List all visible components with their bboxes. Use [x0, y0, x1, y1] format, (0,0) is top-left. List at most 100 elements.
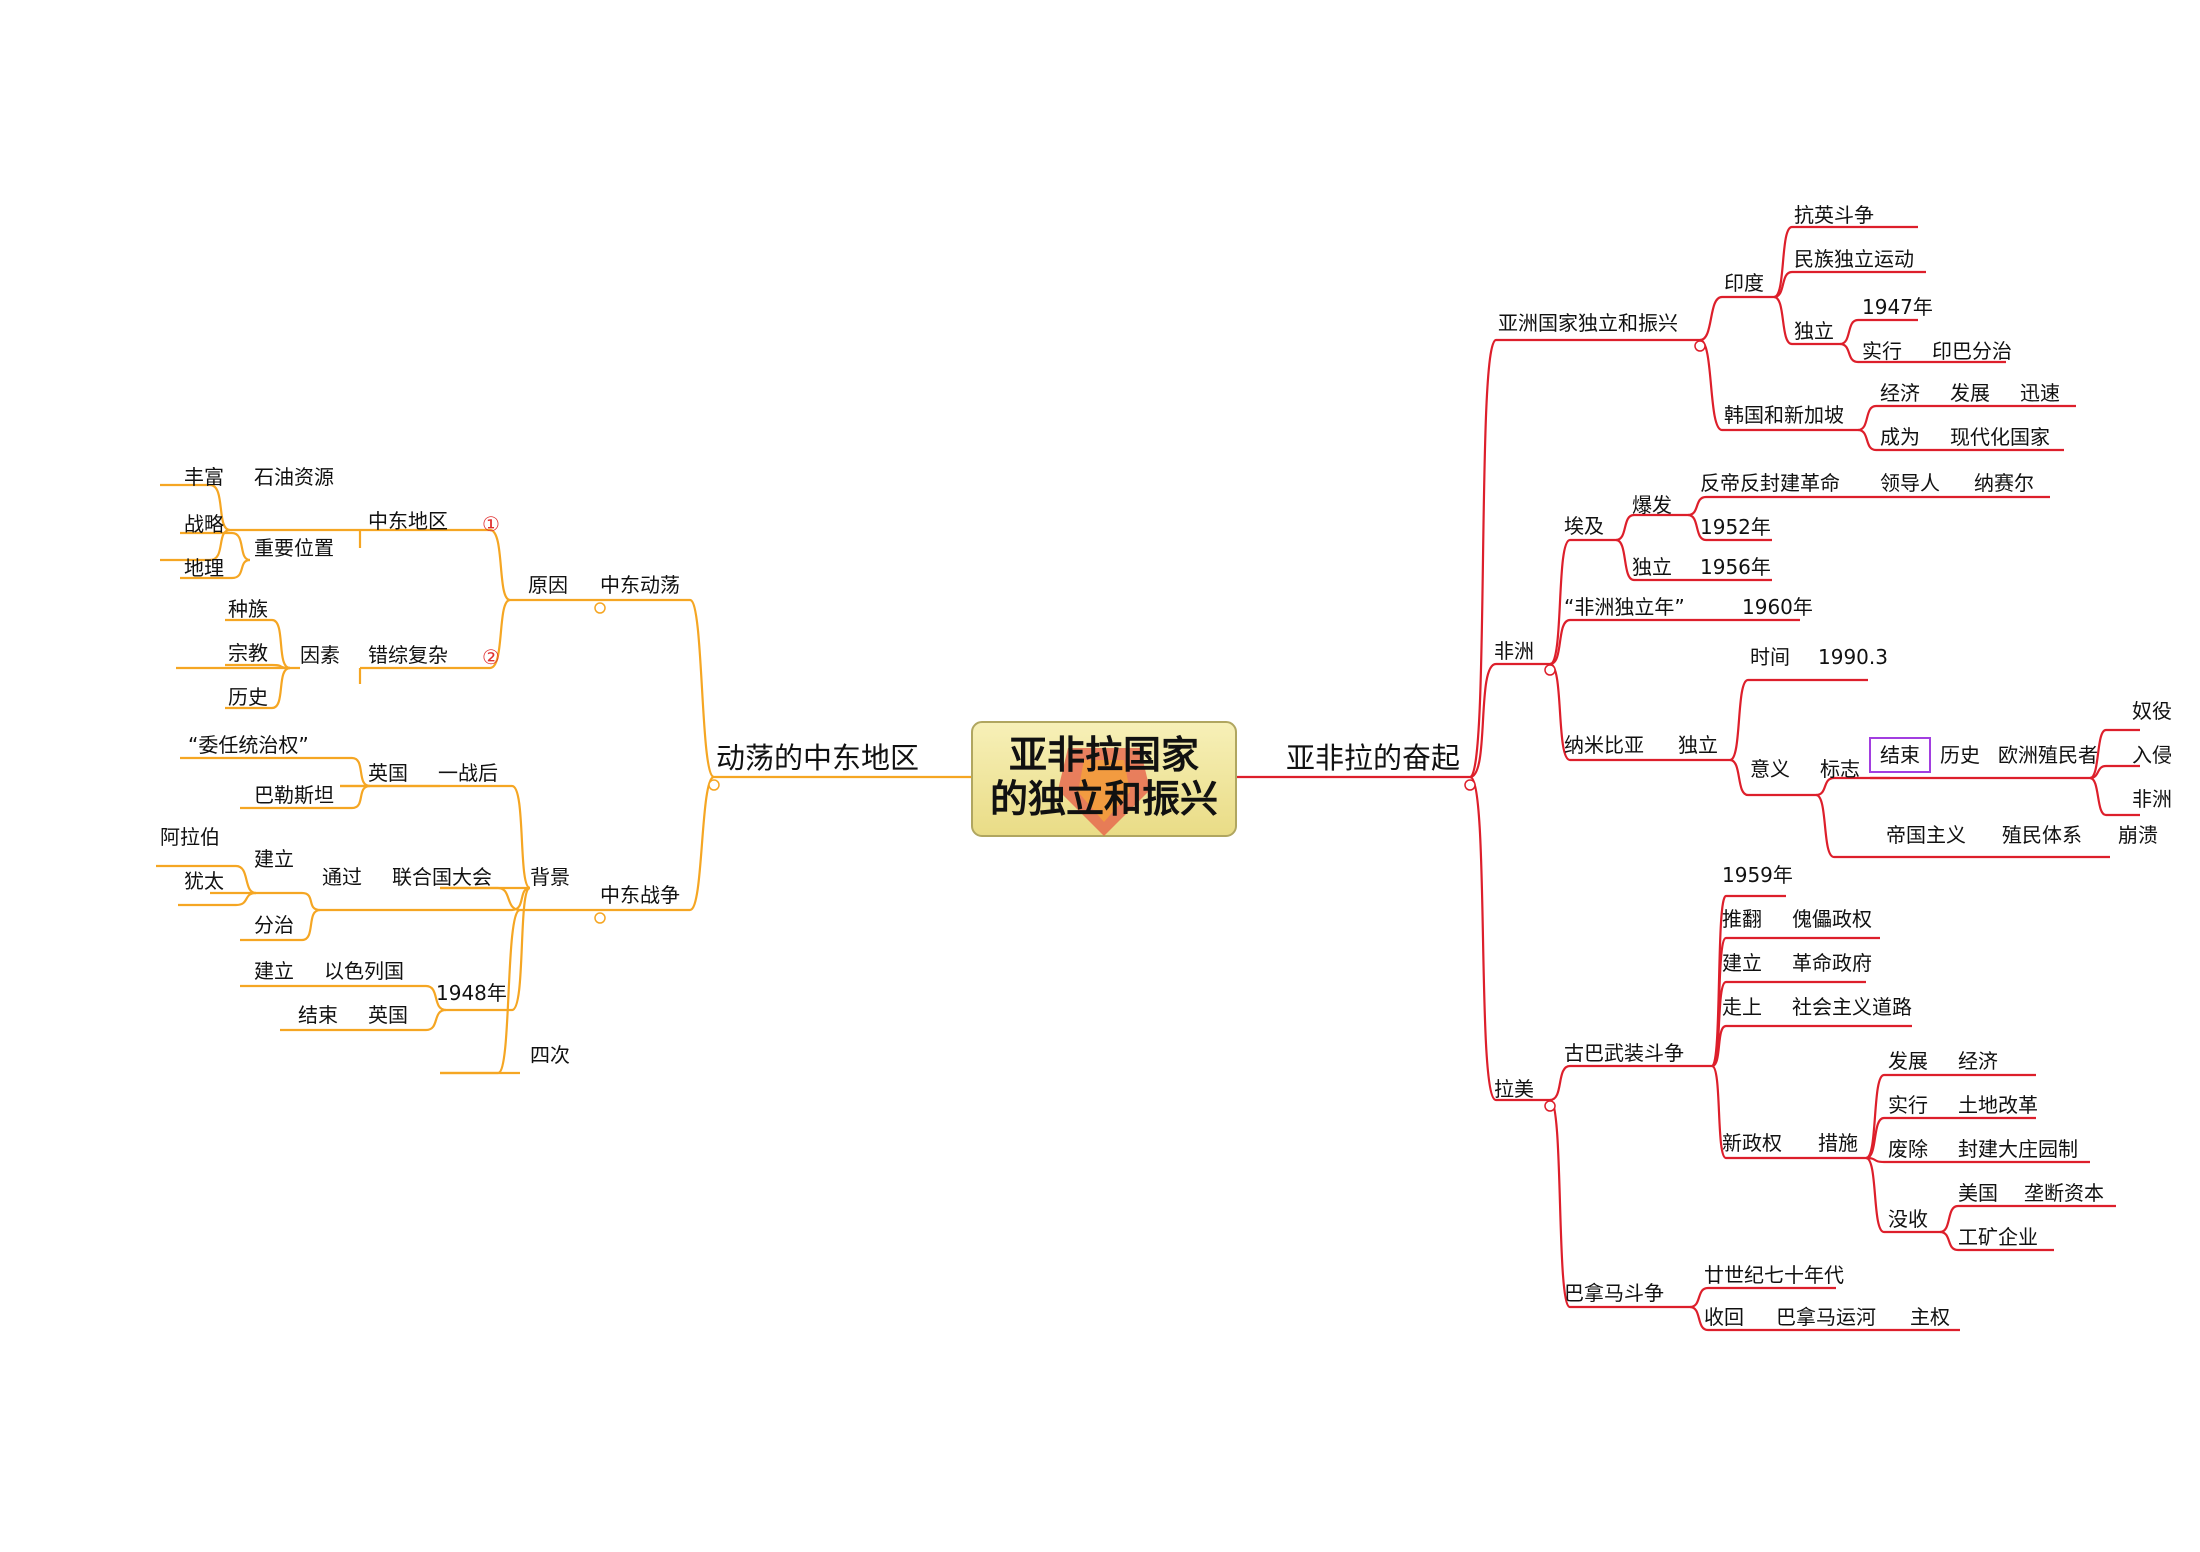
topic-jieshu-1[interactable]: 结束	[298, 1003, 338, 1027]
topic-cuoshi[interactable]: 措施	[1818, 1131, 1858, 1155]
topic-lishi[interactable]: 历史	[228, 685, 268, 709]
topic-fandi[interactable]: 反帝反封建革命	[1700, 471, 1840, 495]
topic-zhuquan[interactable]: 主权	[1910, 1305, 1950, 1329]
center-topic[interactable]: 亚非拉国家 的独立和振兴	[971, 721, 1237, 837]
topic-duli-1[interactable]: 独立	[1794, 319, 1834, 343]
topic-yunhe[interactable]: 巴拿马运河	[1776, 1305, 1876, 1329]
topic-1959[interactable]: 1959年	[1722, 863, 1793, 887]
topic-1960[interactable]: 1960年	[1742, 595, 1813, 619]
topic-geming[interactable]: 革命政府	[1792, 951, 1872, 975]
topic-tudi[interactable]: 土地改革	[1958, 1093, 2038, 1117]
topic-dili[interactable]: 地理	[184, 556, 224, 580]
topic-yingguo-2[interactable]: 英国	[368, 1003, 408, 1027]
right-main-topic[interactable]: 亚非拉的奋起	[1286, 741, 1460, 775]
topic-hanguo[interactable]: 韩国和新加坡	[1724, 403, 1844, 427]
topic-tongguo[interactable]: 通过	[322, 865, 362, 889]
topic-minzu[interactable]: 民族独立运动	[1794, 247, 1914, 271]
topic-1990[interactable]: 1990.3	[1818, 645, 1888, 669]
topic-fenzhi[interactable]: 分治	[254, 913, 294, 937]
topic-africa[interactable]: 非洲	[1494, 639, 1534, 663]
topic-lianheguo[interactable]: 联合国大会	[392, 865, 492, 889]
topic-bengkui[interactable]: 崩溃	[2118, 823, 2158, 847]
topic-yinba[interactable]: 印巴分治	[1932, 339, 2012, 363]
topic-shiyou[interactable]: 石油资源	[254, 465, 334, 489]
topic-shehui[interactable]: 社会主义道路	[1792, 995, 1912, 1019]
topic-yingguo-1[interactable]: 英国	[368, 761, 408, 785]
topic-feichu[interactable]: 废除	[1888, 1137, 1928, 1161]
topic-zhanlue[interactable]: 战略	[184, 512, 224, 536]
topic-nasaier[interactable]: 纳赛尔	[1974, 471, 2034, 495]
topic-jingji-2[interactable]: 经济	[1958, 1049, 1998, 1073]
topic-xiandaihua[interactable]: 现代化国家	[1950, 425, 2050, 449]
topic-gongkuang[interactable]: 工矿企业	[1958, 1225, 2038, 1249]
topic-yinsu[interactable]: 因素	[300, 643, 340, 667]
topic-zoushang[interactable]: 走上	[1722, 995, 1762, 1019]
topic-jingji-1[interactable]: 经济	[1880, 381, 1920, 405]
topic-yindu[interactable]: 印度	[1724, 271, 1764, 295]
topic-sici[interactable]: 四次	[530, 1043, 570, 1067]
topic-niandai[interactable]: 廿世纪七十年代	[1704, 1263, 1844, 1287]
topic-namibiya[interactable]: 纳米比亚	[1564, 733, 1644, 757]
topic-yuanyin[interactable]: 原因	[528, 573, 568, 597]
topic-feizhou-2[interactable]: 非洲	[2132, 787, 2172, 811]
topic-fengfu[interactable]: 丰富	[184, 465, 224, 489]
topic-duli-2[interactable]: 独立	[1632, 555, 1672, 579]
topic-beijing[interactable]: 背景	[530, 865, 570, 889]
left-main-topic[interactable]: 动荡的中东地区	[716, 741, 919, 775]
topic-zhongdong-zhanzheng[interactable]: 中东战争	[600, 883, 680, 907]
topic-shixing-1[interactable]: 实行	[1862, 339, 1902, 363]
topic-1952[interactable]: 1952年	[1700, 515, 1771, 539]
topic-youtai[interactable]: 犹太	[184, 869, 224, 893]
topic-jianli-1[interactable]: 建立	[254, 847, 294, 871]
topic-balesitan[interactable]: 巴勒斯坦	[254, 783, 334, 807]
topic-yiyi[interactable]: 意义	[1750, 757, 1790, 781]
topic-nuyi[interactable]: 奴役	[2132, 699, 2172, 723]
topic-kangying[interactable]: 抗英斗争	[1794, 203, 1874, 227]
topic-zhongdong-diqu[interactable]: 中东地区	[368, 509, 448, 533]
topic-fazhan-1[interactable]: 发展	[1950, 381, 1990, 405]
topic-jieshu-2[interactable]: 结束	[1880, 743, 1920, 767]
topic-shijian[interactable]: 时间	[1750, 645, 1790, 669]
topic-asia[interactable]: 亚洲国家独立和振兴	[1498, 311, 1678, 335]
topic-duli-3[interactable]: 独立	[1678, 733, 1718, 757]
topic-banama[interactable]: 巴拿马斗争	[1564, 1281, 1664, 1305]
topic-feizhounian[interactable]: “非洲独立年”	[1564, 595, 1685, 619]
topic-zhimin[interactable]: 殖民体系	[2002, 823, 2082, 847]
topic-yizhanhou[interactable]: 一战后	[438, 761, 498, 785]
topic-diguo[interactable]: 帝国主义	[1886, 823, 1966, 847]
topic-longduan[interactable]: 垄断资本	[2024, 1181, 2104, 1205]
topic-cuozong[interactable]: 错综复杂	[368, 643, 448, 667]
topic-1947[interactable]: 1947年	[1862, 295, 1933, 319]
topic-chengwei[interactable]: 成为	[1880, 425, 1920, 449]
topic-1948[interactable]: 1948年	[436, 981, 507, 1005]
topic-zhongyao[interactable]: 重要位置	[254, 536, 334, 560]
topic-xunsu[interactable]: 迅速	[2020, 381, 2060, 405]
topic-yiselie[interactable]: 以色列国	[324, 959, 404, 983]
topic-fazhan-2[interactable]: 发展	[1888, 1049, 1928, 1073]
topic-ouzhou[interactable]: 欧洲殖民者	[1998, 743, 2098, 767]
topic-baofa[interactable]: 爆发	[1632, 493, 1672, 517]
topic-tuifan[interactable]: 推翻	[1722, 907, 1762, 931]
topic-shixing-2[interactable]: 实行	[1888, 1093, 1928, 1117]
topic-jianli-3[interactable]: 建立	[1722, 951, 1762, 975]
topic-weiren[interactable]: “委任统治权”	[188, 733, 309, 757]
topic-zhongzu[interactable]: 种族	[228, 597, 268, 621]
topic-moshou[interactable]: 没收	[1888, 1207, 1928, 1231]
topic-biaozhi[interactable]: 标志	[1820, 757, 1860, 781]
topic-alabo[interactable]: 阿拉伯	[160, 825, 220, 849]
topic-latin[interactable]: 拉美	[1494, 1077, 1534, 1101]
topic-1956[interactable]: 1956年	[1700, 555, 1771, 579]
topic-lingdao[interactable]: 领导人	[1880, 471, 1940, 495]
topic-fengjian[interactable]: 封建大庄园制	[1958, 1137, 2078, 1161]
topic-lishi-2[interactable]: 历史	[1940, 743, 1980, 767]
topic-ruqin[interactable]: 入侵	[2132, 743, 2172, 767]
topic-aiji[interactable]: 埃及	[1564, 514, 1604, 538]
topic-jianli-2[interactable]: 建立	[254, 959, 294, 983]
topic-zongjiao[interactable]: 宗教	[228, 641, 268, 665]
topic-guba[interactable]: 古巴武装斗争	[1564, 1041, 1684, 1065]
topic-zhongdong-dongdang[interactable]: 中东动荡	[600, 573, 680, 597]
topic-meiguo[interactable]: 美国	[1958, 1181, 1998, 1205]
topic-shouhui[interactable]: 收回	[1704, 1305, 1744, 1329]
topic-xinzhengquan[interactable]: 新政权	[1722, 1131, 1782, 1155]
topic-kuilei[interactable]: 傀儡政权	[1792, 907, 1872, 931]
